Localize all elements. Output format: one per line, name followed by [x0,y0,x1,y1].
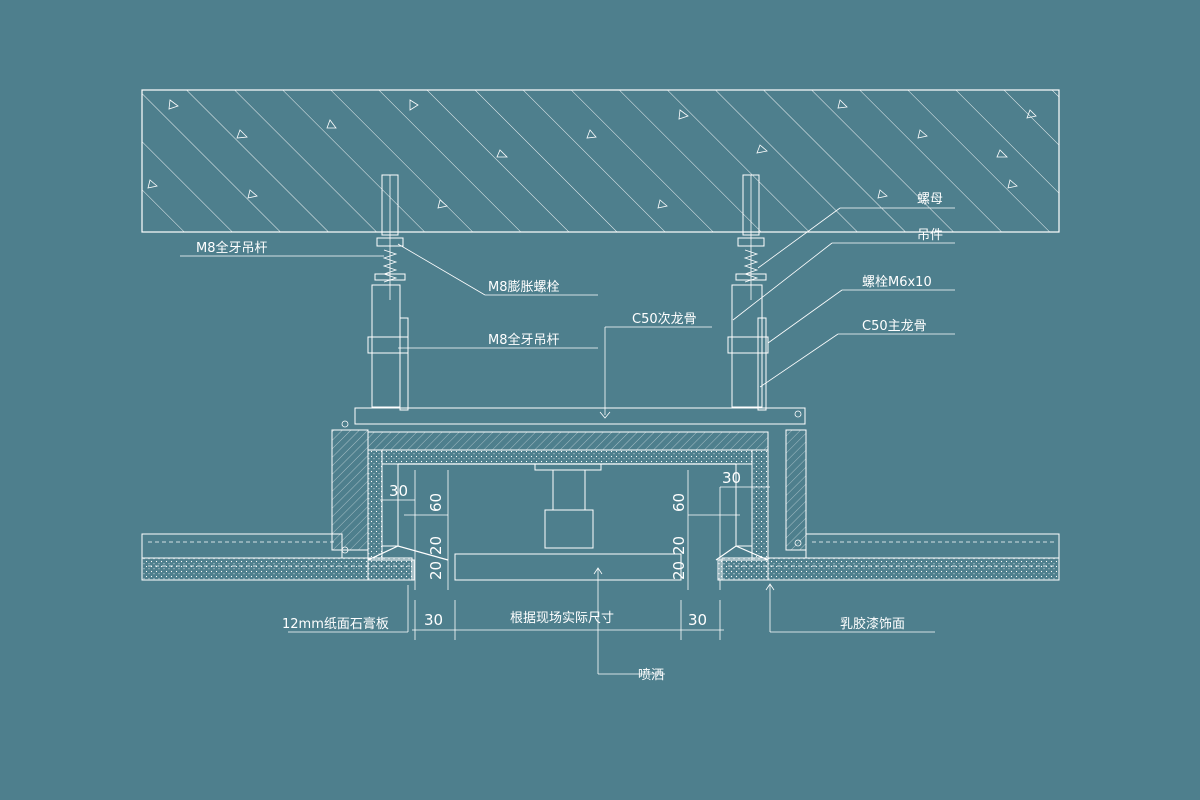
dim-right-30-top: 30 [722,469,741,487]
concrete-slab [141,89,1060,233]
dim-right-60: 60 [670,493,688,512]
dim-left-20a: 20 [427,536,445,555]
label-hanger: 吊件 [917,228,943,243]
ceiling-board-right [721,533,1060,581]
dim-left-30-top: 30 [389,482,408,500]
right-hanger [727,174,769,411]
label-m8-rod-top: M8全牙吊杆 [196,240,268,256]
sprinkler-head [534,463,602,549]
dim-left-60: 60 [427,493,445,512]
leader-lines [180,207,955,675]
label-m8-rod-mid: M8全牙吊杆 [488,332,560,348]
label-nut: 螺母 [917,192,943,207]
label-secondary-keel: C50次龙骨 [632,311,697,327]
dim-right-20b: 20 [670,561,688,580]
left-hanger [367,174,409,411]
label-latex-paint: 乳胶漆饰面 [840,616,905,632]
label-site-size: 根据现场实际尺寸 [510,611,614,626]
label-sprinkler: 喷洒 [638,668,664,683]
dim-right-20a: 20 [670,536,688,555]
label-m8-expansion-bolt: M8膨胀螺栓 [488,280,560,295]
label-bolt: 螺栓M6x10 [862,275,932,290]
dimension-lines [380,470,770,640]
label-gypsum-board: 12mm纸面石膏板 [282,616,389,632]
dim-bottom-right-30: 30 [688,611,707,629]
dim-left-20b: 20 [427,561,445,580]
trough-box [331,407,807,581]
dim-bottom-left-30: 30 [424,611,443,629]
label-main-keel: C50主龙骨 [862,319,927,334]
